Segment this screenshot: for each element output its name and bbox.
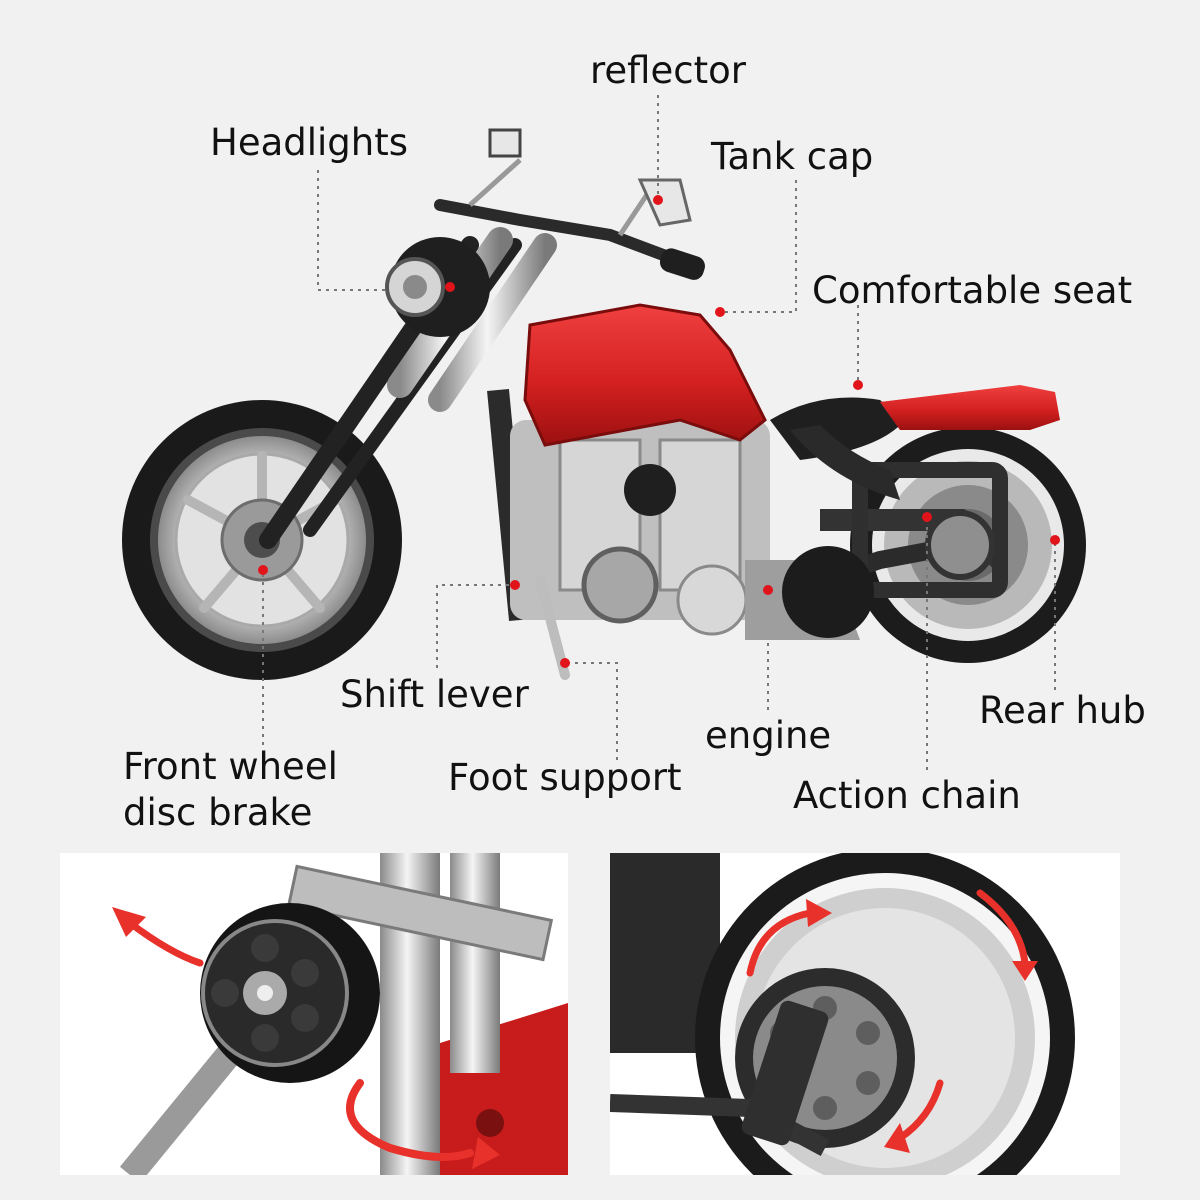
label-action-chain: Action chain bbox=[793, 774, 1021, 817]
headlight bbox=[385, 237, 490, 337]
label-front-wheel-line2: disc brake bbox=[123, 791, 313, 835]
detail-panel-rear-wheel bbox=[610, 853, 1120, 1175]
label-engine: engine bbox=[705, 714, 832, 757]
markers bbox=[258, 195, 1060, 668]
detail-panel-headlight bbox=[60, 853, 568, 1175]
motorcycle-diagram bbox=[122, 95, 1086, 770]
arrowhead-icons bbox=[806, 899, 1038, 1153]
label-foot-support: Foot support bbox=[448, 756, 682, 799]
label-shift-lever: Shift lever bbox=[340, 673, 529, 716]
rear-wheel-detail-illustration bbox=[610, 853, 1120, 1175]
label-comfortable-seat: Comfortable seat bbox=[812, 269, 1133, 312]
seat bbox=[770, 385, 1060, 500]
rotate-arrow-icon bbox=[746, 889, 1029, 1142]
engine-block bbox=[510, 420, 874, 640]
kickstand bbox=[535, 575, 570, 680]
label-headlights: Headlights bbox=[210, 121, 409, 164]
label-tank-cap: Tank cap bbox=[711, 135, 874, 178]
label-rear-hub: Rear hub bbox=[979, 689, 1146, 732]
label-front-wheel-disc-brake: Front wheel disc brake bbox=[123, 744, 338, 837]
handlebars bbox=[434, 128, 705, 280]
headlight-detail-illustration bbox=[60, 853, 568, 1175]
swivel-arrow-icon bbox=[346, 1079, 500, 1169]
rotate-arrow-icon bbox=[112, 907, 204, 967]
leader-lines bbox=[262, 95, 1056, 770]
fuel-tank bbox=[523, 303, 767, 447]
label-reflector: reflector bbox=[590, 49, 746, 92]
label-front-wheel-line1: Front wheel bbox=[123, 745, 338, 788]
